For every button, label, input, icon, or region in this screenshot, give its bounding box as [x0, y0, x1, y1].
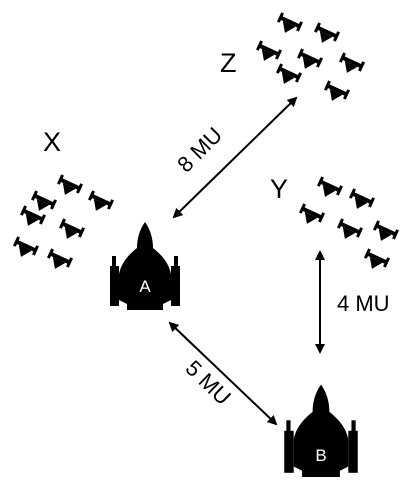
- small-fighter-icon: [28, 190, 57, 216]
- group-label-z: Z: [220, 48, 237, 78]
- group-label-y: Y: [270, 174, 288, 204]
- small-fighter-icon: [274, 12, 303, 38]
- ship-label-b: B: [315, 446, 326, 465]
- small-fighter-icon: [56, 218, 85, 244]
- distance-label-a-b: 5 MU: [181, 355, 236, 409]
- small-fighter-icon: [273, 63, 302, 89]
- small-fighter-icon: [54, 174, 83, 200]
- group-label-x: X: [43, 127, 61, 157]
- small-fighter-icon: [85, 190, 114, 216]
- small-fighter-icon: [294, 48, 323, 74]
- ship-label-a: A: [139, 277, 151, 296]
- small-fighter-icon: [346, 188, 375, 214]
- distance-label-b-y: 4 MU: [337, 291, 390, 316]
- small-fighter-icon: [321, 80, 350, 106]
- capital-ship-icon: [110, 222, 180, 310]
- small-fighter-icon: [334, 218, 363, 244]
- small-fighter-icon: [10, 236, 39, 262]
- group-x-fighters: [10, 174, 114, 274]
- small-fighter-icon: [314, 176, 343, 202]
- group-y-fighters: [296, 176, 399, 274]
- arrow-a-to-b: [168, 321, 278, 426]
- group-z-fighters: [253, 12, 365, 106]
- small-fighter-icon: [336, 52, 365, 78]
- small-fighter-icon: [253, 40, 282, 66]
- small-fighter-icon: [370, 220, 399, 246]
- small-fighter-icon: [44, 248, 73, 274]
- arrow-a-to-z: [172, 96, 298, 219]
- small-fighter-icon: [311, 22, 340, 48]
- small-fighter-icon: [296, 203, 325, 229]
- distance-label-a-z: 8 MU: [172, 122, 227, 177]
- small-fighter-icon: [361, 248, 390, 274]
